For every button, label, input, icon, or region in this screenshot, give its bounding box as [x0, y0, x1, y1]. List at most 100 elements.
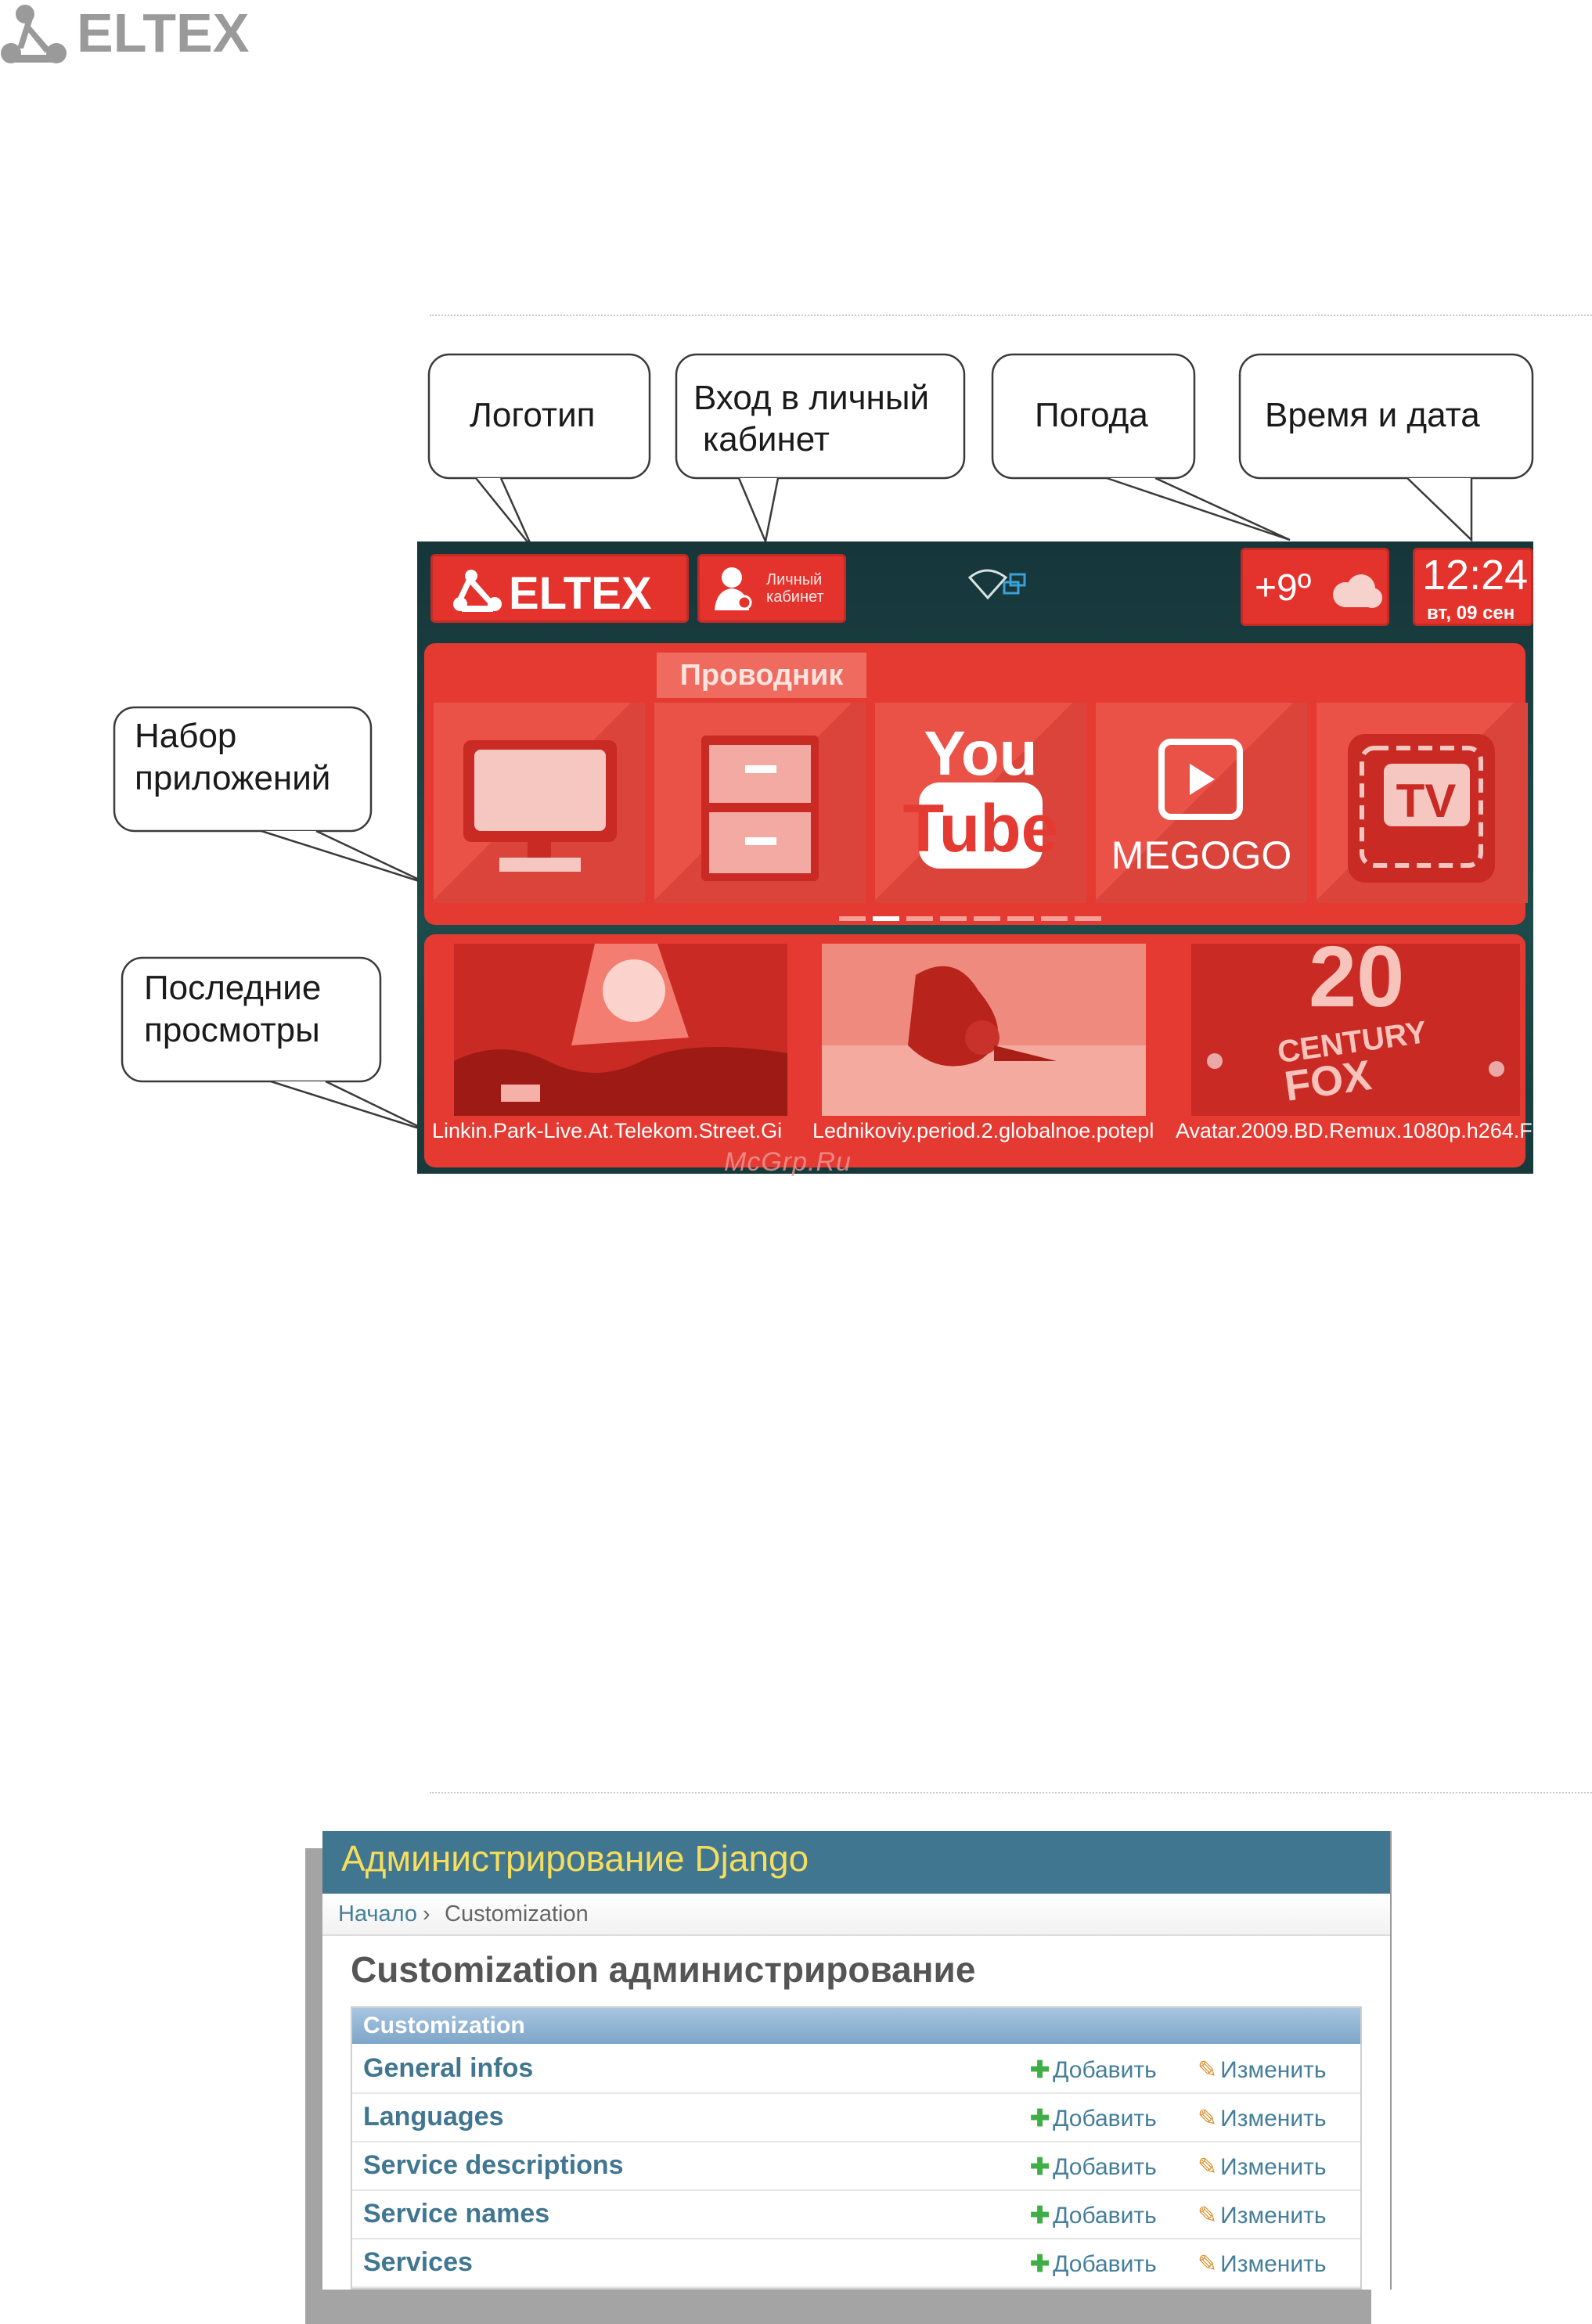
breadcrumb-separator: › [423, 1901, 430, 1926]
app-tile-youtube[interactable]: You Tube [875, 703, 1086, 903]
file-cabinet-icon [701, 736, 819, 881]
add-label: Добавить [1053, 2106, 1157, 2132]
admin-header: Администрирование Django [322, 1831, 1390, 1894]
pager-dot[interactable] [1075, 916, 1101, 921]
add-link[interactable]: ✚Добавить [1030, 2153, 1157, 2181]
app-tile-megogo[interactable]: MEGOGO [1096, 703, 1307, 903]
pager-dot[interactable] [1041, 916, 1068, 921]
clock-widget: 12:24 вт, 09 сен [1413, 548, 1533, 626]
table-row: Service descriptions ✚Добавить ✎Изменить [352, 2142, 1360, 2191]
applications-panel: Проводник You [424, 643, 1528, 925]
monitor-icon [463, 740, 617, 872]
change-link[interactable]: ✎Изменить [1198, 2202, 1326, 2229]
add-icon: ✚ [1030, 2203, 1050, 2229]
model-link[interactable]: Service names [363, 2199, 550, 2229]
add-link[interactable]: ✚Добавить [1030, 2250, 1157, 2278]
model-link[interactable]: General infos [363, 2053, 534, 2083]
change-link[interactable]: ✎Изменить [1198, 2153, 1326, 2181]
recent-item-thumbnail[interactable] [454, 944, 787, 1116]
fox-thumbnail: 20 CENTURY FOX [1191, 929, 1520, 1116]
cabinet-label: Личный кабинет [766, 571, 824, 606]
pencil-icon: ✎ [1198, 2251, 1218, 2277]
selected-app-title: Проводник [657, 653, 866, 698]
callout-datetime-text: Время и дата [1265, 396, 1480, 434]
pager-dot[interactable] [906, 916, 933, 921]
model-link[interactable]: Languages [363, 2102, 504, 2132]
admin-site-title[interactable]: Администрирование Django [341, 1838, 809, 1879]
add-link[interactable]: ✚Добавить [1030, 2202, 1157, 2229]
cabinet-label-2: кабинет [766, 588, 824, 606]
add-label: Добавить [1053, 2203, 1157, 2229]
recent-item-caption: Avatar.2009.BD.Remux.1080p.h264.F [1176, 1119, 1533, 1142]
personal-cabinet-button[interactable]: Личный кабинет [697, 554, 846, 623]
section-divider [430, 315, 1592, 316]
svg-text:You: You [924, 718, 1037, 788]
tv-icon: TV [1348, 734, 1495, 883]
change-label: Изменить [1220, 2057, 1327, 2083]
callout-logo-text: Логотип [470, 396, 596, 434]
cloud-icon [1333, 574, 1382, 608]
change-label: Изменить [1220, 2106, 1327, 2132]
pencil-icon: ✎ [1198, 2203, 1218, 2229]
breadcrumb-home[interactable]: Начало [338, 1901, 418, 1926]
add-icon: ✚ [1030, 2057, 1050, 2083]
concert-thumbnail [454, 944, 787, 1116]
pager-dot[interactable] [873, 916, 899, 921]
callout-cabinet-text-2: кабинет [703, 420, 830, 459]
add-label: Добавить [1053, 2251, 1157, 2277]
pager-dot[interactable] [1007, 916, 1034, 921]
change-label: Изменить [1220, 2203, 1327, 2229]
cartoon-thumbnail [822, 944, 1146, 1116]
django-admin-page: Администрирование Django Начало › Custom… [322, 1831, 1392, 2290]
pager-dot[interactable] [839, 916, 866, 921]
breadcrumb-current: Customization [445, 1901, 589, 1926]
section-divider [430, 1792, 1592, 1793]
eltex-logo-icon: ELTEX [453, 568, 652, 619]
django-admin-screenshot: Администрирование Django Начало › Custom… [305, 1831, 1392, 2324]
topbar-logo-text: ELTEX [509, 568, 652, 619]
module-caption-label: Customization [363, 2013, 525, 2038]
temperature: +9º [1255, 567, 1312, 609]
callout-apps-text-2: приложений [135, 759, 331, 797]
cabinet-label-1: Личный [766, 571, 823, 588]
app-tile-monitor[interactable] [434, 703, 645, 903]
pager-dot[interactable] [974, 916, 1000, 921]
module-caption[interactable]: Customization [352, 2008, 1360, 2044]
svg-text:Tube: Tube [902, 791, 1058, 866]
change-link[interactable]: ✎Изменить [1198, 2250, 1326, 2278]
eltex-logo-button[interactable]: ELTEX [430, 554, 689, 623]
model-link[interactable]: Service descriptions [363, 2150, 624, 2180]
add-label: Добавить [1053, 2154, 1157, 2180]
eltex-page-logo: ELTEX [1, 2, 250, 63]
callout-cabinet-text-1: Вход в личный [693, 379, 930, 417]
model-link[interactable]: Services [363, 2247, 473, 2277]
megogo-logo: MEGOGO [1111, 739, 1292, 877]
change-link[interactable]: ✎Изменить [1198, 2056, 1326, 2084]
add-link[interactable]: ✚Добавить [1030, 2056, 1157, 2084]
recent-views-panel: 20 CENTURY FOX Linkin.Park-Live.At.Telek… [424, 929, 1533, 1167]
clock-time: 12:24 [1422, 552, 1529, 599]
change-label: Изменить [1220, 2251, 1327, 2277]
youtube-logo: You Tube [902, 718, 1059, 869]
callout-recent-text-1: Последние [144, 969, 322, 1007]
svg-text:MEGOGO: MEGOGO [1111, 833, 1292, 877]
callout-weather-text: Погода [1035, 396, 1148, 434]
weather-widget[interactable]: +9º [1241, 548, 1389, 626]
recent-item-thumbnail[interactable] [822, 944, 1146, 1116]
table-row: General infos ✚Добавить ✎Изменить [352, 2045, 1360, 2094]
add-icon: ✚ [1030, 2106, 1050, 2132]
add-link[interactable]: ✚Добавить [1030, 2105, 1157, 2132]
app-tile-file-explorer[interactable] [654, 703, 866, 903]
table-row: Service names ✚Добавить ✎Изменить [352, 2191, 1360, 2239]
app-tile-tv[interactable]: TV [1316, 703, 1528, 903]
change-label: Изменить [1220, 2154, 1327, 2180]
callout-apps-text-1: Набор [135, 717, 237, 755]
pager-dot[interactable] [940, 916, 967, 921]
recent-item-thumbnail[interactable]: 20 CENTURY FOX [1191, 929, 1520, 1116]
network-status-icon [967, 569, 1026, 600]
svg-text:TV: TV [1396, 775, 1457, 827]
pencil-icon: ✎ [1198, 2057, 1218, 2083]
app-module-table: Customization General infos✚Добавить✎Изм… [351, 2006, 1362, 2290]
change-link[interactable]: ✎Изменить [1198, 2105, 1326, 2132]
recent-item-caption: Linkin.Park-Live.At.Telekom.Street.Gi [432, 1119, 783, 1142]
